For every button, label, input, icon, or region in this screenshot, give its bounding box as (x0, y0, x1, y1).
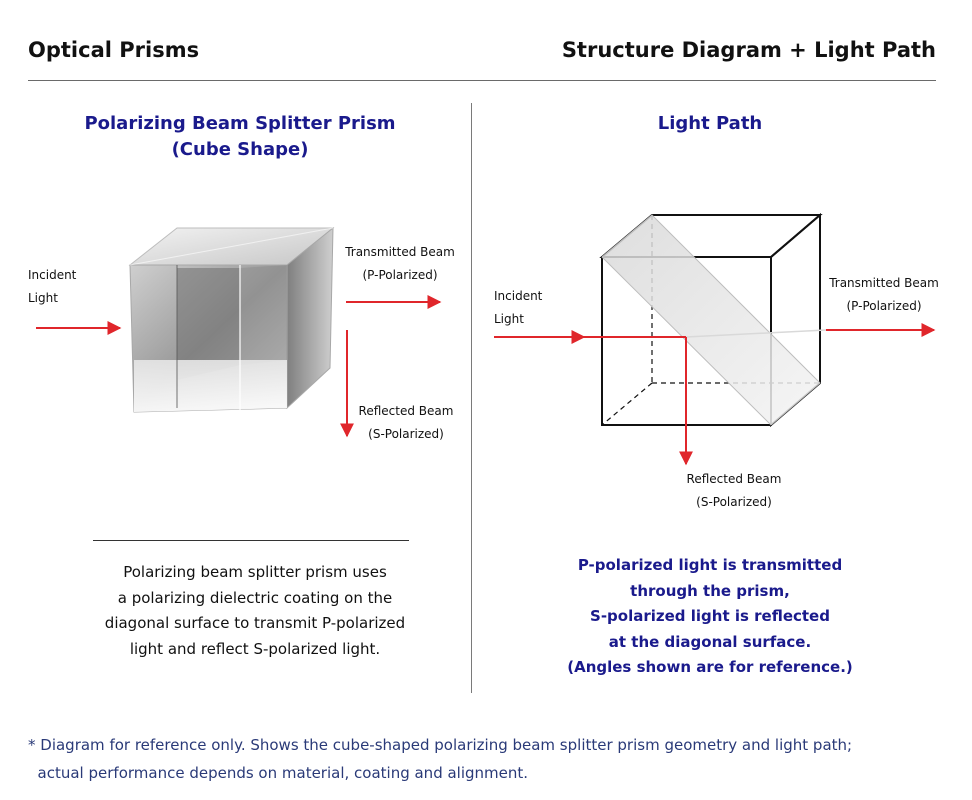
left-reflected-line1: Reflected Beam (358, 404, 454, 418)
right-desc-line: at the diagonal surface. (608, 632, 812, 651)
left-reflected-line2: (S-Polarized) (368, 427, 444, 441)
left-reflected-label: Reflected Beam (S-Polarized) (350, 400, 462, 446)
left-incident-label: Incident Light (28, 264, 76, 310)
footnote-line: actual performance depends on material, … (28, 764, 529, 782)
left-panel-title: Polarizing Beam Splitter Prism (Cube Sha… (40, 111, 440, 163)
left-description-divider (93, 540, 409, 541)
left-transmitted-line1: Transmitted Beam (345, 245, 455, 259)
left-incident-line1: Incident (28, 268, 77, 282)
left-title-line2: (Cube Shape) (171, 139, 309, 160)
left-incident-line2: Light (28, 291, 58, 305)
left-desc-line: diagonal surface to transmit P-polarized (104, 614, 406, 632)
footnote-line: * Diagram for reference only. Shows the … (28, 736, 853, 754)
diagonal-coating-surface (601, 214, 821, 426)
left-transmitted-label: Transmitted Beam (P-Polarized) (340, 241, 460, 287)
left-desc-line: light and reflect S-polarized light. (129, 639, 381, 658)
right-reflected-line1: Reflected Beam (686, 472, 782, 486)
right-desc-line: (Angles shown are for reference.) (567, 658, 853, 676)
right-transmit-inside (685, 329, 827, 338)
left-desc-line: Polarizing beam splitter prism uses (123, 563, 387, 581)
right-description: P-polarized light is transmitted through… (520, 553, 900, 681)
left-desc-line: a polarizing dielectric coating on the (117, 588, 393, 607)
panel-divider (471, 103, 472, 693)
right-panel-title: Light Path (657, 113, 763, 134)
right-incident-line1: Incident (494, 289, 543, 303)
right-transmitted-line1: Transmitted Beam (829, 276, 939, 290)
right-desc-line: through the prism, (630, 581, 790, 600)
right-incident-line2: Light (494, 312, 524, 326)
prism-cube-illustration (128, 226, 335, 430)
right-reflected-label: Reflected Beam (S-Polarized) (674, 468, 794, 514)
left-title-line1: Polarizing Beam Splitter Prism (84, 113, 396, 134)
footnote: * Diagram for reference only. Shows the … (28, 731, 948, 787)
right-transmitted-line2: (P-Polarized) (846, 299, 922, 313)
right-reflected-line2: (S-Polarized) (696, 495, 772, 509)
right-transmitted-label: Transmitted Beam (P-Polarized) (826, 272, 942, 318)
left-description: Polarizing beam splitter prism uses a po… (60, 560, 450, 662)
page-subtitle: Structure Diagram + Light Path (561, 38, 936, 62)
right-desc-line: P-polarized light is transmitted (577, 556, 843, 574)
right-incident-label: Incident Light (494, 285, 542, 331)
right-desc-line: S-polarized light is reflected (590, 607, 830, 625)
left-transmitted-line2: (P-Polarized) (362, 268, 438, 282)
page-title: Optical Prisms (28, 38, 200, 62)
header-divider (28, 80, 936, 81)
